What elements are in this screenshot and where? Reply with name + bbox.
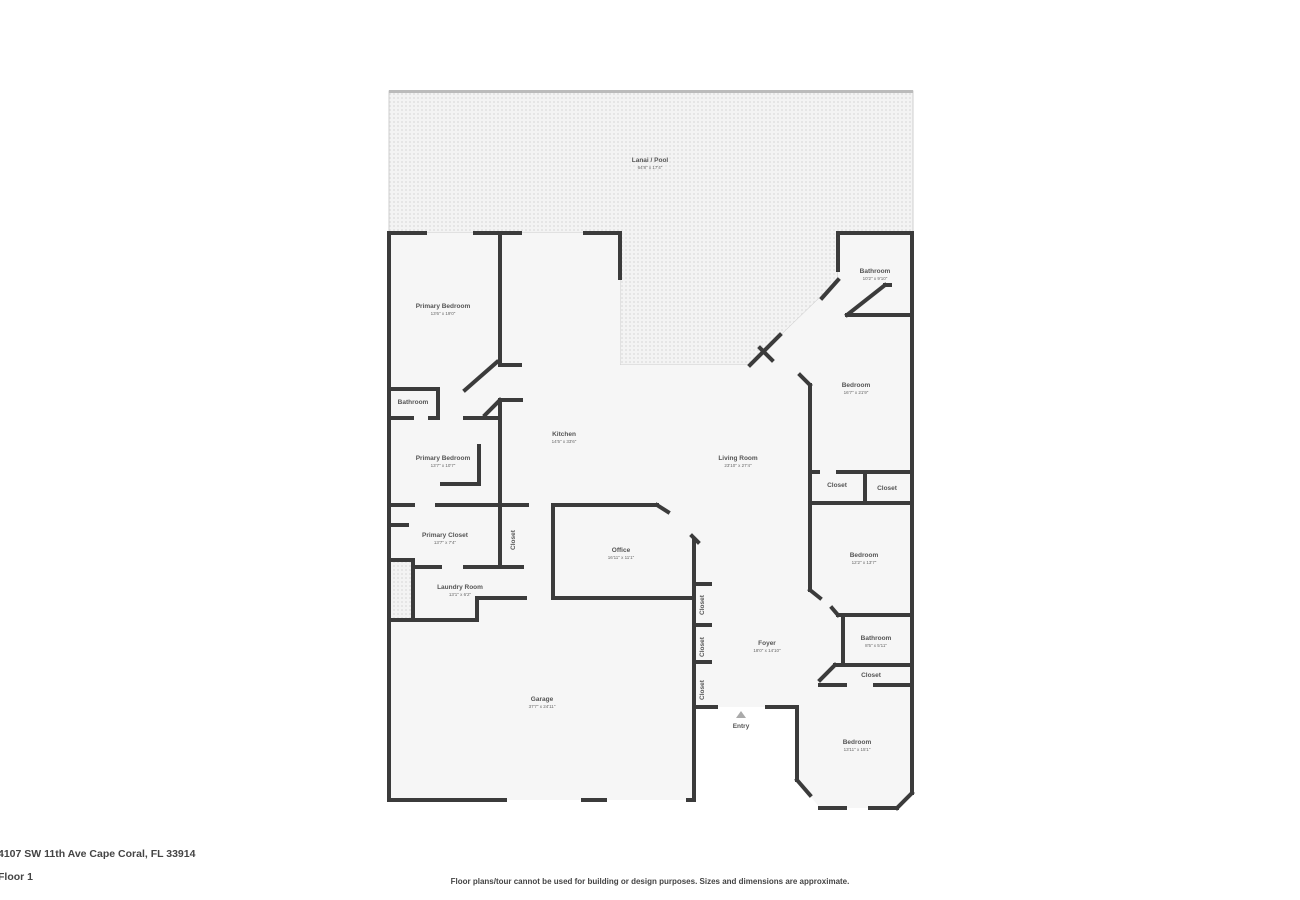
room-label: Closet — [861, 672, 882, 679]
room-name: Office — [612, 547, 631, 554]
room-name: Bathroom — [860, 268, 891, 275]
walls — [387, 231, 915, 811]
room-name: Laundry Room — [437, 584, 483, 591]
room-dimensions: 13'7" x 7'4" — [434, 540, 457, 545]
room-name: Bedroom — [843, 739, 872, 746]
room-name: Bathroom — [398, 399, 429, 406]
room-label: Closet — [877, 485, 898, 492]
wall-segment — [844, 282, 888, 318]
wall-segment — [747, 332, 783, 368]
wall-segment — [757, 345, 775, 363]
wall-segment — [807, 587, 823, 601]
room-name: Garage — [531, 696, 554, 703]
room-label: Closet — [699, 679, 706, 700]
room-dimensions: 13'7" x 10'7" — [431, 463, 456, 468]
room-name: Closet — [699, 679, 706, 700]
room-name: Closet — [699, 636, 706, 657]
room-dimensions: 10'2" x 9'10" — [863, 276, 888, 281]
room-name: Closet — [877, 485, 898, 492]
room-name: Primary Closet — [422, 532, 469, 539]
lanai-top-rail — [389, 90, 913, 93]
property-address: 4107 SW 11th Ave Cape Coral, FL 33914 — [0, 848, 196, 860]
wall-segment — [797, 372, 813, 388]
room-name: Closet — [861, 672, 882, 679]
room-dimensions: 13'11" x 15'1" — [844, 747, 871, 752]
wall-segment — [462, 359, 500, 393]
wall-segment — [794, 777, 813, 798]
wall-segment — [654, 502, 671, 515]
room-name: Primary Bedroom — [416, 455, 471, 462]
floor-label: Floor 1 — [0, 871, 34, 883]
room-dimensions: 37'7" x 24'11" — [529, 704, 556, 709]
wall-segment — [689, 533, 701, 545]
room-dimensions: 16'11" x 11'1" — [608, 555, 635, 560]
room-name: Kitchen — [552, 431, 576, 438]
room-name: Foyer — [758, 640, 776, 647]
room-name: Primary Bedroom — [416, 303, 471, 310]
room-name: Closet — [699, 594, 706, 615]
room-dimensions: 8'5" x 5'11" — [865, 643, 887, 648]
room-dimensions: 64'8" x 17'4" — [638, 165, 663, 170]
room-name: Living Room — [718, 455, 758, 462]
room-label: Bathroom — [398, 399, 429, 406]
interior-floor — [389, 233, 912, 808]
room-name: Closet — [827, 482, 848, 489]
disclaimer: Floor plans/tour cannot be used for buil… — [450, 877, 850, 886]
room-dimensions: 14'5" x 33'6" — [552, 439, 577, 444]
room-name: Lanai / Pool — [632, 157, 669, 164]
room-name: Bathroom — [861, 635, 892, 642]
wall-segment — [819, 277, 841, 301]
room-dimensions: 12'2" x 13'7" — [852, 560, 877, 565]
wall-segment — [482, 397, 503, 418]
room-name: Bedroom — [850, 552, 879, 559]
room-dimensions: 23'10" x 27'4" — [724, 463, 752, 468]
room-label: Closet — [510, 529, 517, 550]
room-dimensions: 18'0" x 14'10" — [753, 648, 781, 653]
room-dimensions: 13'1" x 6'2" — [449, 592, 472, 597]
room-dimensions: 16'7" x 21'9" — [844, 390, 869, 395]
wall-segment — [817, 662, 838, 683]
wall-segment — [894, 790, 915, 811]
room-label: Closet — [827, 482, 848, 489]
laundry-hatch — [389, 560, 413, 620]
entry-label: Entry — [733, 723, 750, 730]
room-label: Closet — [699, 594, 706, 615]
room-dimensions: 13'6" x 19'0" — [431, 311, 456, 316]
room-name: Closet — [510, 529, 517, 550]
room-label: Closet — [699, 636, 706, 657]
room-name: Bedroom — [842, 382, 871, 389]
entry-arrow-icon — [736, 711, 746, 718]
